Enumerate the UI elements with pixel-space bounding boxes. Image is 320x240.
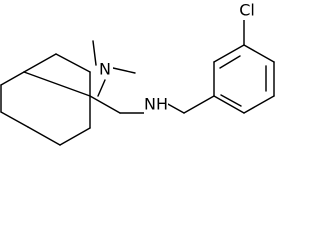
ring-bond	[23, 71, 91, 97]
aromatic-ring-bond	[213, 95, 245, 114]
aminomethyl-linker: NH	[89, 95, 185, 114]
cyclohexane-ring	[0, 53, 91, 146]
dimethylamino-group: N	[92, 40, 136, 97]
amine-n-label: N	[99, 60, 111, 79]
aromatic-ring-bond	[243, 95, 275, 114]
ring-bond	[0, 111, 29, 128]
ring-bond	[27, 126, 61, 146]
n-label-mask	[97, 61, 113, 79]
n-to-methyl-right-bond	[112, 67, 136, 74]
nh-to-benzyl-bond	[165, 102, 185, 114]
aromatic-ring-bond	[243, 44, 275, 63]
aromatic-inner-double-bond	[219, 55, 241, 69]
chemical-structure-diagram: N NH Cl	[0, 1, 275, 146]
secondary-amine-label: NH	[144, 95, 168, 114]
benzyl-ch2-to-ring-bond	[183, 95, 215, 114]
n-to-ring-bond	[97, 79, 106, 97]
ring-bond	[59, 127, 91, 146]
aromatic-ring-bond	[213, 44, 245, 63]
molecule-canvas: N NH Cl	[0, 0, 275, 146]
n-to-methyl-left-bond	[92, 40, 97, 66]
chlorobenzyl-group: Cl	[183, 1, 275, 114]
ring-bond	[55, 53, 91, 73]
ring-bond	[0, 71, 25, 86]
chlorine-label: Cl	[239, 1, 255, 20]
aromatic-inner-double-bond	[220, 94, 242, 107]
cl-label-mask	[235, 2, 259, 20]
nh-label-mask	[144, 96, 168, 114]
ring-bond	[23, 53, 57, 73]
quaternary-to-ch2-bond	[89, 95, 121, 114]
